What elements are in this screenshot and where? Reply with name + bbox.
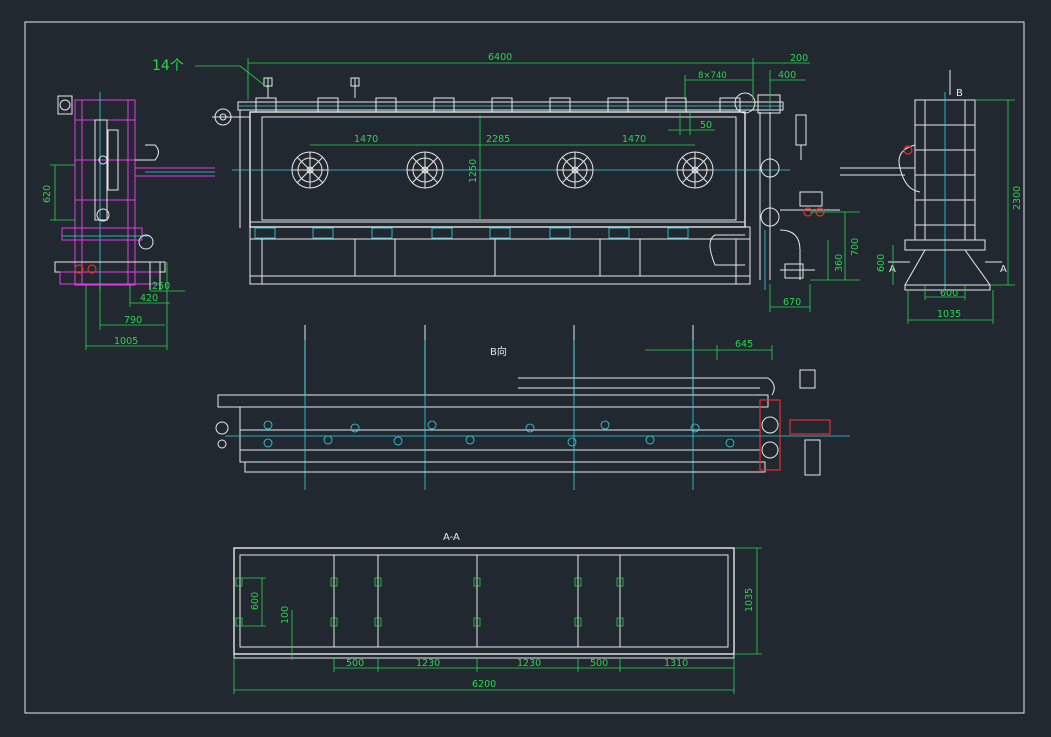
dim-aa-100: 100: [280, 606, 291, 624]
dim-420: 420: [140, 293, 158, 304]
dim-600-h: 600: [940, 288, 958, 299]
dim-1250: 1250: [468, 159, 479, 183]
dim-aa-500a: 500: [346, 658, 364, 669]
dim-620: 620: [42, 185, 53, 203]
dim-645: 645: [735, 339, 753, 350]
dim-1005: 1005: [114, 336, 138, 347]
section-aa: A-A 600 100 1035: [233, 532, 762, 694]
dim-360: 360: [834, 254, 845, 272]
dim-aa-1230a: 1230: [416, 658, 440, 669]
dim-700: 700: [850, 238, 861, 256]
fan-4: [676, 151, 714, 189]
dim-aa-1230b: 1230: [517, 658, 541, 669]
dim-aa-1035: 1035: [744, 588, 755, 612]
dim-200: 200: [790, 53, 808, 64]
front-dimensions: 6400 200 400 8×740 50 1470 2285 1470 125…: [247, 52, 861, 312]
dim-250: 250: [152, 281, 170, 292]
fan-2: [406, 151, 444, 189]
dim-400: 400: [778, 70, 796, 81]
dim-1035: 1035: [937, 309, 961, 320]
section-aa-label: A-A: [443, 532, 460, 543]
view-b-label: B向: [490, 345, 507, 358]
dim-2300: 2300: [1012, 186, 1023, 210]
front-view: 14个: [152, 58, 840, 290]
dim-790: 790: [124, 315, 142, 326]
marker-a-right: A: [1000, 264, 1007, 275]
dim-1470-right: 1470: [622, 134, 646, 145]
left-side-view: [54, 92, 215, 290]
dim-1470-left: 1470: [354, 134, 378, 145]
left-dimensions: 620 250 420 790 1005: [42, 164, 185, 350]
drawing-border: [24, 21, 1025, 714]
dim-pitch: 8×740: [698, 71, 727, 81]
marker-b: B: [956, 88, 963, 99]
fan-1: [291, 151, 329, 189]
dim-aa-600: 600: [250, 592, 261, 610]
dim-aa-500b: 500: [590, 658, 608, 669]
right-dimensions: 2300 600 600 1035: [876, 99, 1023, 324]
dim-670: 670: [783, 297, 801, 308]
marker-a-left: A: [889, 264, 896, 275]
fan-3: [556, 151, 594, 189]
dim-aa-1310: 1310: [664, 658, 688, 669]
count-note: 14个: [152, 58, 184, 74]
dim-600-v: 600: [876, 254, 887, 272]
dim-50: 50: [700, 120, 712, 131]
dim-aa-6200: 6200: [472, 679, 496, 690]
dim-2285: 2285: [486, 134, 510, 145]
b-view: B向: [215, 325, 850, 490]
dim-6400: 6400: [488, 52, 512, 63]
right-end-view: B A A: [840, 70, 1007, 291]
